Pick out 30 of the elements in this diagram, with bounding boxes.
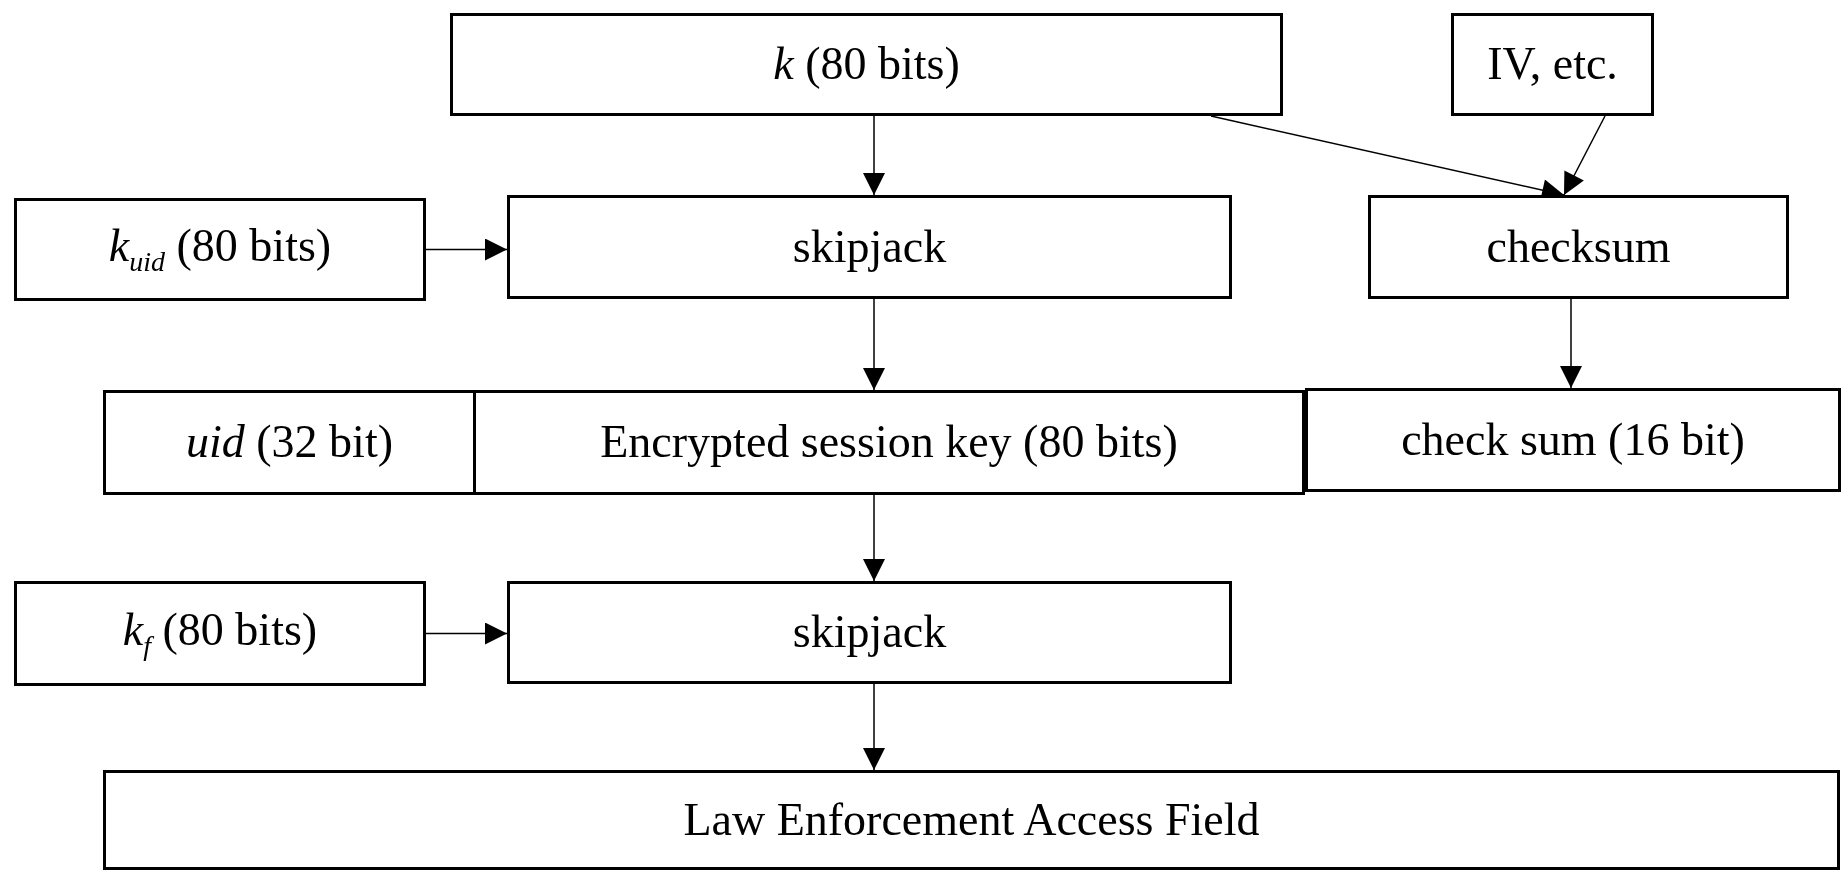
node-label: k$_{uid}$ (80 bits) <box>108 221 332 278</box>
arrow <box>863 494 885 582</box>
arrow <box>863 683 885 771</box>
arrow <box>425 622 508 645</box>
node-label: Law Enforcement Access Field <box>683 794 1260 846</box>
node-label: skipjack <box>792 607 947 658</box>
process-box <box>103 390 476 495</box>
node-label: uid (32 bit) <box>186 417 393 468</box>
process-box <box>450 13 1283 116</box>
arrow <box>863 298 885 391</box>
process-box <box>1451 13 1654 116</box>
arrow <box>863 115 885 196</box>
process-box <box>507 195 1232 299</box>
process-box <box>14 198 426 301</box>
node-label: skipjack <box>792 221 947 273</box>
node-label: checksum <box>1486 221 1671 273</box>
process-box <box>473 390 1305 495</box>
process-box <box>1368 195 1789 299</box>
node-label: k (80 bits) <box>773 39 960 90</box>
node-label: Encrypted session key (80 bits) <box>600 417 1178 468</box>
arrow <box>425 238 508 261</box>
node-label: IV, etc. <box>1487 39 1618 90</box>
process-box <box>507 581 1232 684</box>
process-box <box>14 581 426 686</box>
process-box <box>1305 388 1841 492</box>
node-label: check sum (16 bit) <box>1401 414 1745 466</box>
node-label: k$_{f}$ (80 bits) <box>122 605 318 662</box>
process-box <box>103 770 1840 870</box>
arrow <box>1560 298 1582 389</box>
arrow <box>1563 115 1606 196</box>
